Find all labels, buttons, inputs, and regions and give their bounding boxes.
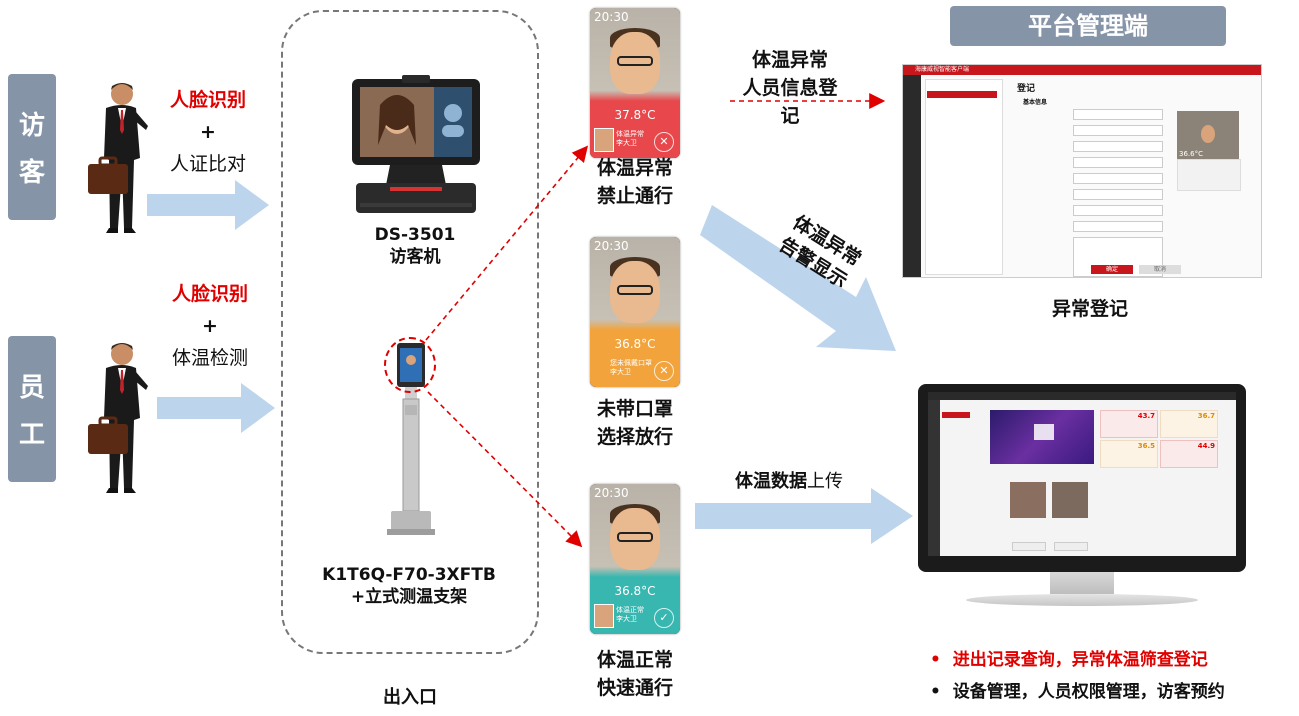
phone-info: 您未佩戴口罩 李大卫	[610, 359, 652, 377]
terminal-highlight-circle	[384, 337, 436, 393]
employee-tag: 员 工	[8, 336, 56, 482]
temp-card-1: 43.7	[1100, 410, 1158, 438]
register-screenshot: 海康威视智能客户端 登记 基本信息 36.6°C 确定 取消	[902, 64, 1262, 278]
employee-temp-detect: 体温检测	[171, 347, 248, 369]
bullet-1-text: 进出记录查询，异常体温筛查登记	[952, 650, 1208, 670]
phone-status: 体温正常	[616, 606, 644, 614]
phone-no-mask-caption: 未带口罩 选择放行	[580, 395, 690, 451]
alarm-display-arrow	[700, 205, 896, 351]
feature-bullets: • 进出记录查询，异常体温筛查登记 • 设备管理，人员权限管理，访客预约	[930, 644, 1225, 708]
phone-info: 体温异常 李大卫	[616, 130, 644, 148]
visitor-face-recognition: 人脸识别	[169, 89, 246, 111]
phone-status-icon: ✕	[654, 132, 674, 152]
temp-card-value: 36.5	[1137, 442, 1155, 450]
phone-temperature: 37.8°C	[614, 108, 656, 122]
temp-card-3: 36.5	[1100, 440, 1158, 468]
monitor-stand	[1050, 572, 1114, 594]
visitor-machine-name: 访客机	[389, 247, 441, 267]
phone-temperature: 36.8°C	[614, 337, 656, 351]
upload-arrow	[695, 488, 913, 544]
bullet-2: • 设备管理，人员权限管理，访客预约	[930, 682, 1225, 702]
phone-status-icon: ✓	[654, 608, 674, 628]
employee-face-recognition: 人脸识别	[171, 283, 248, 305]
visitor-machine-model: DS-3501	[374, 225, 456, 245]
register-caption: 异常登记	[1051, 298, 1128, 320]
terminal-model: K1T6Q-F70-3XFTB	[322, 565, 496, 585]
capture-photo-2	[1052, 482, 1088, 518]
temp-card-value: 36.7	[1197, 412, 1215, 420]
caption-line-1: 未带口罩	[596, 398, 673, 420]
terminal-stand: +立式测温支架	[350, 587, 468, 607]
register-photo: 36.6°C	[1177, 111, 1239, 159]
phone-name: 李大卫	[616, 615, 637, 623]
employee-tag-char-2: 工	[18, 420, 45, 450]
register-info-line-2: 人员信息登	[742, 77, 838, 99]
phone-time: 20:30	[594, 486, 629, 500]
caption-line-2: 快速通行	[596, 677, 673, 699]
register-cancel-button[interactable]: 取消	[1139, 265, 1181, 274]
employee-person-icon	[88, 343, 148, 493]
visitor-tag-char-1: 访	[18, 111, 45, 141]
caption-line-1: 体温异常	[596, 157, 673, 179]
upload-label: 体温数据上传	[735, 467, 843, 493]
register-info-line-3: 记	[780, 105, 800, 127]
phone-normal-temp: 20:30 36.8°C 体温正常 李大卫 ✓	[590, 484, 680, 634]
register-info-line-1: 体温异常	[751, 49, 828, 71]
phone-name: 李大卫	[616, 139, 637, 147]
visitor-tag: 访 客	[8, 74, 56, 220]
employee-flow-arrow	[157, 383, 275, 433]
phone-abnormal-temp: 20:30 37.8°C 体温异常 李大卫 ✕	[590, 8, 680, 158]
entrance-zone	[281, 10, 539, 654]
bullet-2-text: 设备管理，人员权限管理，访客预约	[952, 682, 1225, 702]
visitor-flow-arrow	[147, 180, 269, 230]
temp-card-value: 44.9	[1197, 442, 1215, 450]
phone-abnormal-caption: 体温异常 禁止通行	[580, 154, 690, 210]
phone-normal-caption: 体温正常 快速通行	[580, 646, 690, 702]
caption-line-2: 选择放行	[596, 426, 673, 448]
register-section-title: 基本信息	[1023, 99, 1048, 106]
monitor-base	[966, 594, 1198, 606]
register-photo-temp: 36.6°C	[1179, 150, 1203, 158]
register-form-fields	[1073, 109, 1163, 277]
monitor: 43.7 36.7 36.5 44.9	[918, 384, 1246, 572]
visitor-machine-label: DS-3501 访客机	[330, 224, 500, 268]
upload-label-normal: 上传	[807, 471, 843, 492]
visitor-plus: +	[200, 121, 216, 143]
phone-time: 20:30	[594, 10, 629, 24]
bullet-1: • 进出记录查询，异常体温筛查登记	[930, 650, 1208, 670]
phone-name: 李大卫	[610, 368, 631, 376]
phone-temperature: 36.8°C	[614, 584, 656, 598]
register-info-label: 体温异常 人员信息登 记	[728, 46, 852, 130]
upload-label-bold: 体温数据	[735, 471, 807, 492]
phone-no-mask: 20:30 36.8°C 您未佩戴口罩 李大卫 ✕	[590, 237, 680, 387]
monitor-screen: 43.7 36.7 36.5 44.9	[928, 392, 1236, 556]
register-app-title: 海康威视智能客户端	[915, 66, 970, 73]
visitor-person-icon	[88, 83, 148, 233]
temp-card-2: 36.7	[1160, 410, 1218, 438]
caption-line-2: 禁止通行	[596, 185, 673, 207]
terminal-label: K1T6Q-F70-3XFTB +立式测温支架	[298, 564, 520, 608]
visitor-feature-text: 人脸识别 + 人证比对	[158, 84, 258, 180]
register-page-title: 登记	[1017, 84, 1036, 94]
phone-time: 20:30	[594, 239, 629, 253]
entrance-label: 出入口	[383, 687, 437, 708]
platform-title: 平台管理端	[950, 6, 1226, 46]
employee-feature-text: 人脸识别 + 体温检测	[160, 278, 260, 374]
thermal-image	[990, 410, 1094, 464]
phone-status: 您未佩戴口罩	[610, 359, 652, 367]
visitor-machine-device	[352, 75, 480, 213]
register-submit-button[interactable]: 确定	[1091, 265, 1133, 274]
temp-card-value: 43.7	[1137, 412, 1155, 420]
visitor-tag-char-2: 客	[18, 158, 45, 188]
employee-tag-char-1: 员	[18, 373, 45, 403]
phone-status-icon: ✕	[654, 361, 674, 381]
capture-photo-1	[1010, 482, 1046, 518]
employee-plus: +	[202, 315, 218, 337]
caption-line-1: 体温正常	[596, 649, 673, 671]
temp-card-4: 44.9	[1160, 440, 1218, 468]
visitor-id-compare: 人证比对	[169, 153, 246, 175]
phone-info: 体温正常 李大卫	[616, 606, 644, 624]
phone-status: 体温异常	[616, 130, 644, 138]
